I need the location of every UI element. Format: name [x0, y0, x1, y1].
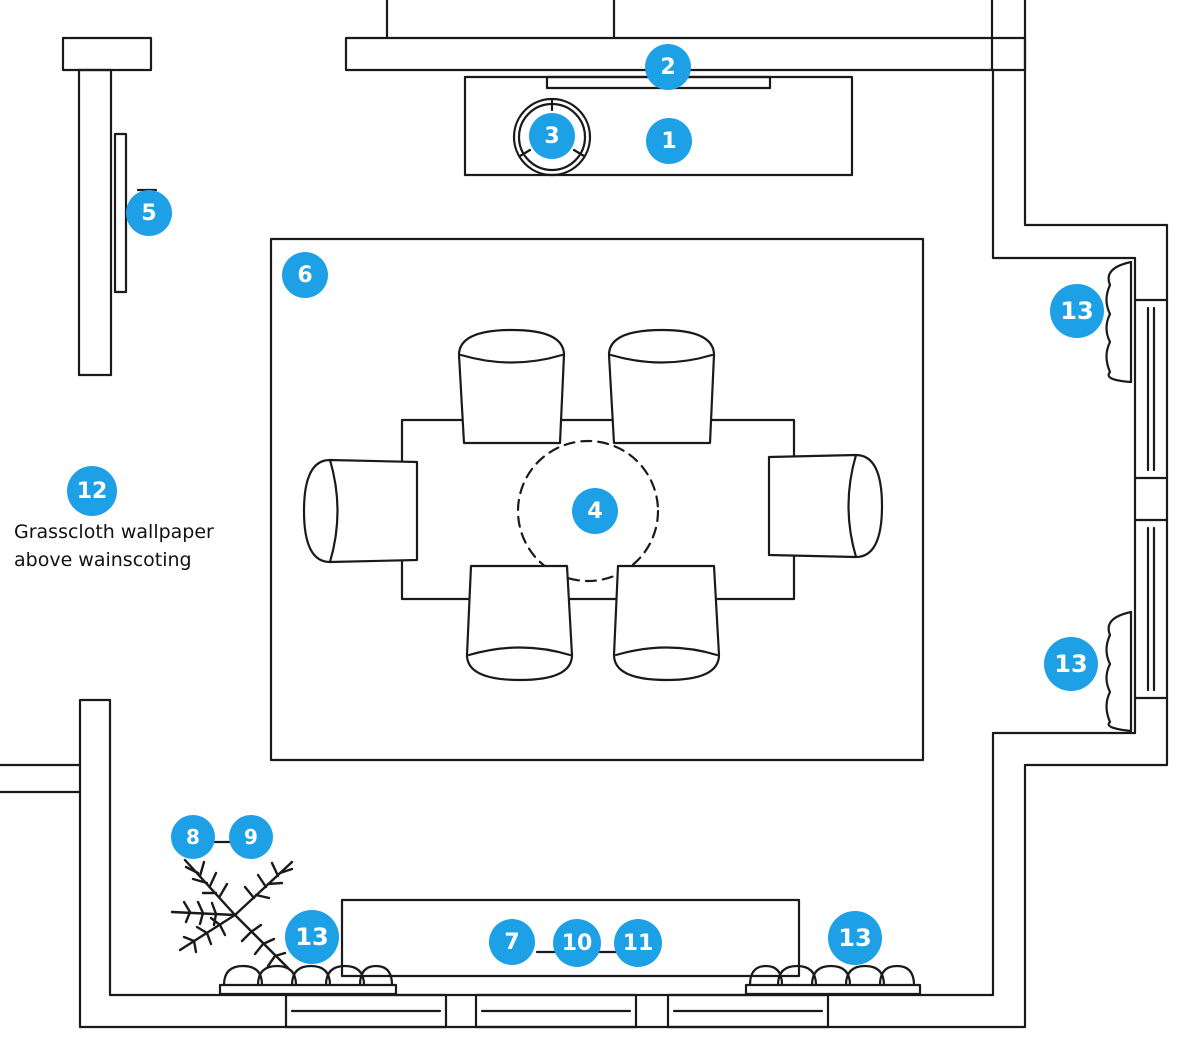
lamp-icon: [512, 97, 592, 177]
chair-icon: [302, 328, 884, 682]
marker-13-bottom-left[interactable]: 13: [285, 910, 339, 964]
marker-5[interactable]: 5: [126, 190, 172, 236]
marker-9[interactable]: 9: [229, 815, 273, 859]
marker-7[interactable]: 7: [489, 919, 535, 965]
marker-8[interactable]: 8: [171, 815, 215, 859]
plant-icon: [170, 858, 294, 970]
marker-13-window-upper[interactable]: 13: [1050, 284, 1104, 338]
marker-6[interactable]: 6: [282, 252, 328, 298]
chandelier-icon: [516, 439, 660, 583]
rug: [269, 237, 925, 762]
marker-4[interactable]: 4: [572, 488, 618, 534]
marker-12[interactable]: 12: [67, 466, 117, 516]
wall-note: Grasscloth wallpaper above wainscoting: [14, 518, 214, 574]
bottom-console: [340, 898, 801, 978]
marker-10[interactable]: 10: [553, 919, 601, 967]
right-wall: [991, 68, 1169, 1029]
left-wall: [0, 36, 158, 794]
wall-note-line-1: Grasscloth wallpaper: [14, 521, 214, 543]
drapery-icon: [744, 964, 922, 996]
marker-11[interactable]: 11: [614, 919, 662, 967]
marker-13-window-lower[interactable]: 13: [1044, 637, 1098, 691]
wall-note-line-2: above wainscoting: [14, 549, 192, 571]
marker-13-bottom-right[interactable]: 13: [828, 911, 882, 965]
marker-3[interactable]: 3: [529, 113, 575, 159]
marker-2[interactable]: 2: [645, 44, 691, 90]
bottom-wall: [78, 698, 1027, 1029]
drapery-icon: [218, 964, 398, 996]
drapery-icon: [1105, 260, 1133, 733]
marker-1[interactable]: 1: [646, 118, 692, 164]
